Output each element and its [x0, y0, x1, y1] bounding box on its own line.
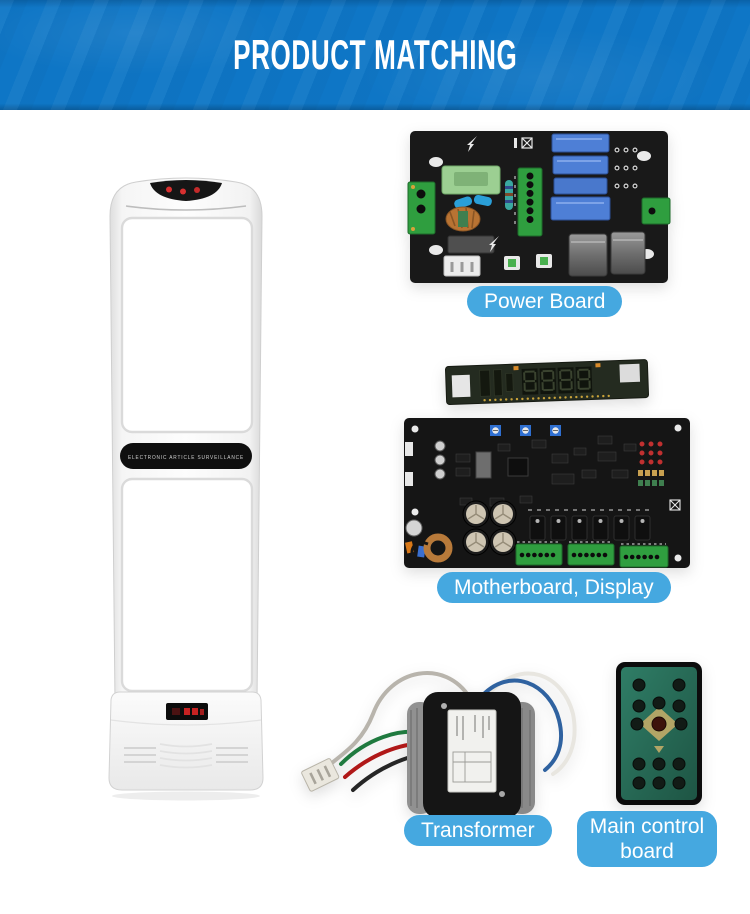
mounting-holes [429, 151, 654, 259]
resistor [505, 180, 513, 210]
gate-top-groove [125, 205, 247, 211]
display-led [513, 366, 519, 371]
trim-pots [490, 425, 561, 436]
blue-disc-caps [454, 194, 492, 209]
indicator-rows [638, 441, 664, 486]
mosfet-row [528, 509, 654, 541]
terminal-block-right [641, 197, 671, 225]
gate-base [108, 691, 264, 791]
white-connector [443, 255, 481, 277]
label-motherboard-display: Motherboard, Display [437, 572, 671, 603]
main-ic [507, 457, 529, 477]
terminal-block-left [407, 181, 436, 235]
film-capacitor [447, 235, 495, 254]
gate-surveillance-band: ELECTRONIC ARTICLE SURVEILLANCE [120, 443, 252, 469]
sticker-right [619, 363, 641, 383]
gate-lower-window [120, 477, 254, 693]
display-board-image [445, 359, 649, 405]
blue-box-capacitors [550, 133, 611, 221]
remote-control-image [616, 662, 702, 805]
nav-center-button [651, 716, 667, 732]
relay [441, 165, 501, 195]
test-points [614, 147, 639, 189]
transformer-plug [301, 758, 340, 792]
board-leds [504, 254, 552, 270]
gate-shadow [112, 791, 260, 801]
gold-pads [483, 394, 614, 402]
transformer-label [441, 703, 505, 797]
display-ics [479, 369, 514, 397]
transformer-wires [313, 671, 577, 792]
gate-base-display [166, 703, 208, 720]
remote-buttons [630, 678, 688, 790]
idc-header [475, 451, 492, 479]
toroid-inductor [445, 206, 481, 232]
banner-title: PRODUCT MATCHING [232, 31, 518, 78]
label-power-board: Power Board [467, 286, 623, 317]
motherboard-image [404, 418, 690, 568]
corner-components [405, 519, 453, 564]
gate-band-text: ELECTRONIC ARTICLE SURVEILLANCE [128, 455, 244, 461]
mother-terminals [515, 541, 669, 568]
silkscreen-marks [467, 136, 533, 252]
down-arrow-button [654, 746, 664, 753]
banner: PRODUCT MATCHING [0, 0, 750, 110]
label-transformer: Transformer [404, 815, 552, 846]
sticker-left [451, 374, 471, 398]
label-main-control-board: Main control board [577, 811, 717, 867]
metal-transformers [568, 231, 646, 277]
display-led2 [595, 363, 601, 368]
mother-holes [411, 424, 682, 562]
gate-grille [124, 743, 248, 769]
gate-upper-window [120, 216, 254, 434]
power-board-image [407, 131, 671, 283]
terminal-block-center [514, 167, 543, 237]
weee-mark [669, 499, 681, 511]
electrolytic-caps [462, 500, 517, 556]
eas-gate-image: ELECTRONIC ARTICLE SURVEILLANCE [108, 177, 264, 801]
left-caps [405, 440, 446, 486]
gate-led-panel [150, 180, 222, 201]
transformer-image [301, 671, 577, 818]
